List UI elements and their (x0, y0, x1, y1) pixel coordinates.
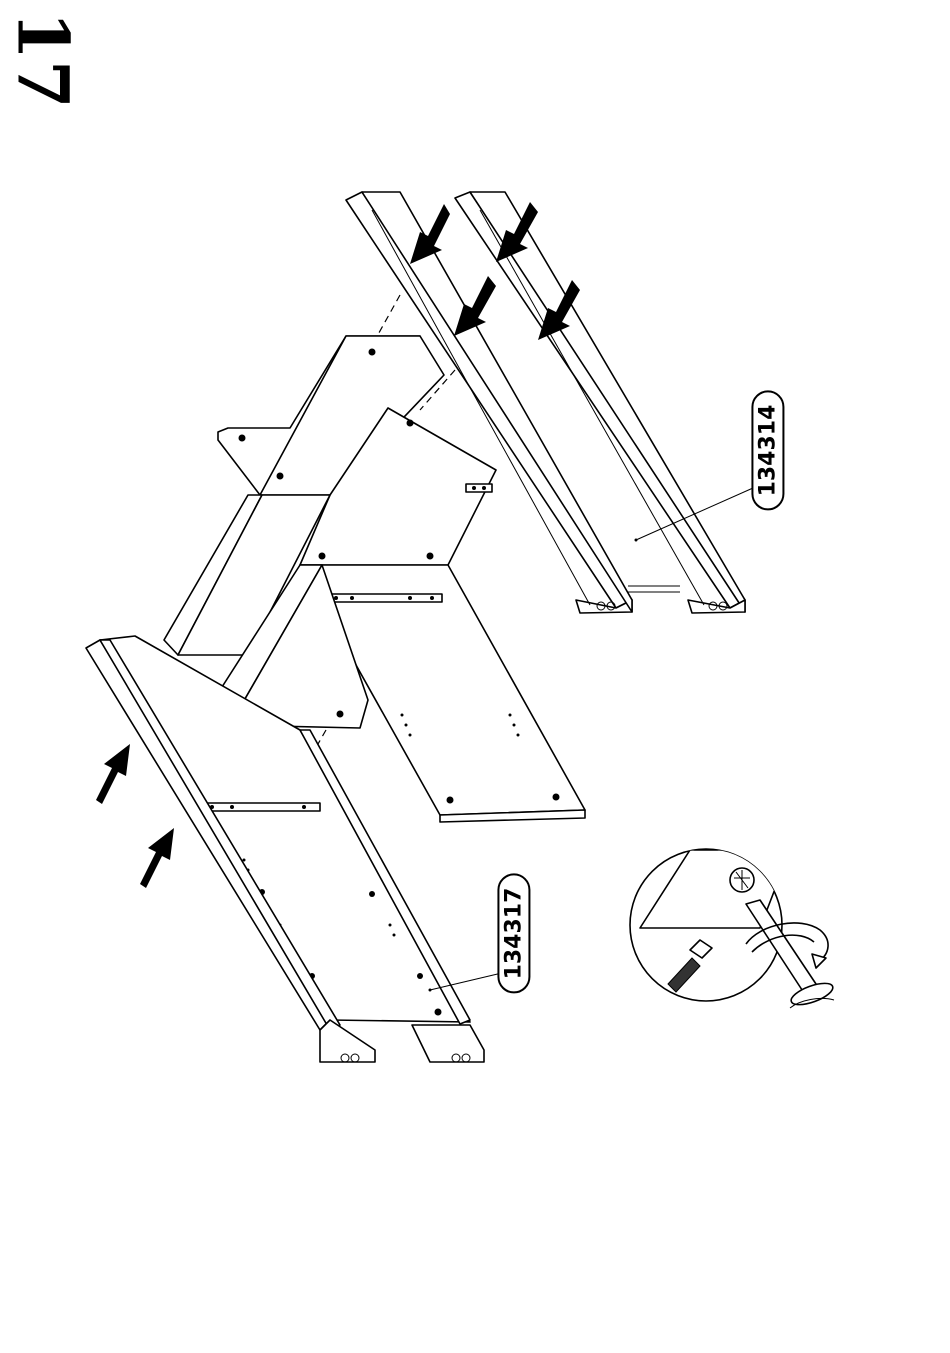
part-label-bottom: 134317 (434, 914, 594, 952)
cam-lock-icon (730, 868, 754, 892)
bottom-rail-back (412, 1025, 484, 1062)
detail-callout (630, 849, 835, 1009)
part-number-134314: 134314 (751, 390, 784, 510)
part-label-top: 134314 (688, 431, 848, 469)
part-number-134317: 134317 (497, 873, 530, 993)
